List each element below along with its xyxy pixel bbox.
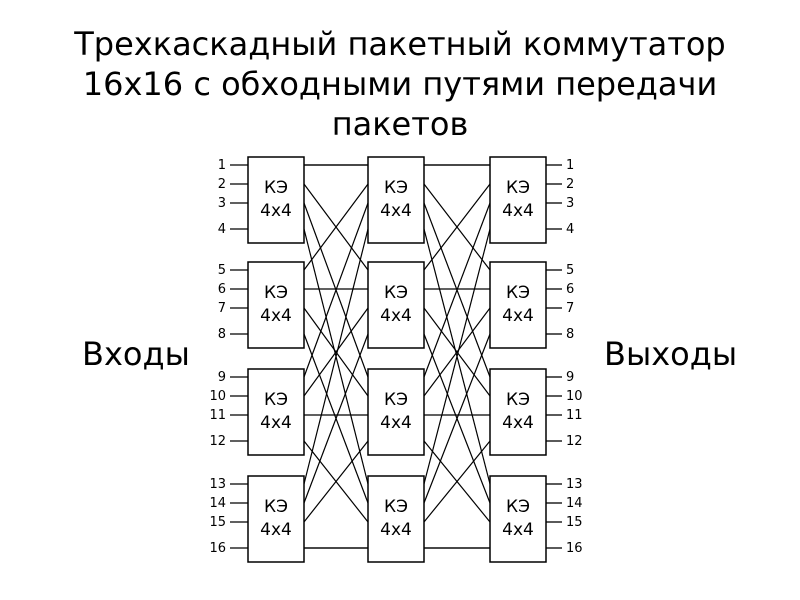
input-port-label: 16 bbox=[209, 541, 226, 556]
input-port-label: 7 bbox=[218, 301, 226, 316]
input-port-label: 5 bbox=[218, 263, 226, 278]
output-port-label: 4 bbox=[566, 222, 574, 237]
block-label-line-2: 4х4 bbox=[502, 201, 534, 221]
switch-blocks: КЭ4х4КЭ4х4КЭ4х4КЭ4х4КЭ4х4КЭ4х4КЭ4х4КЭ4х4… bbox=[247, 156, 547, 563]
link-s2-s3 bbox=[423, 202, 491, 378]
block-label-line-1: КЭ bbox=[264, 390, 288, 410]
switch-block-s3-b4 bbox=[489, 475, 547, 563]
input-port-label: 3 bbox=[218, 196, 226, 211]
block-label-line-1: КЭ bbox=[506, 390, 530, 410]
input-port-label: 14 bbox=[209, 496, 226, 511]
block-label-line-1: КЭ bbox=[264, 283, 288, 303]
output-port-label: 16 bbox=[566, 541, 583, 556]
link-s2-s3 bbox=[423, 440, 491, 523]
block-label-line-1: КЭ bbox=[506, 178, 530, 198]
input-port-label: 13 bbox=[209, 477, 226, 492]
switch-block-s1-b4 bbox=[247, 475, 305, 563]
link-s1-s2 bbox=[303, 440, 369, 523]
block-label-line-2: 4х4 bbox=[260, 201, 292, 221]
link-s1-s2 bbox=[303, 307, 369, 397]
input-port-label: 1 bbox=[218, 158, 226, 173]
input-port-label: 15 bbox=[209, 515, 226, 530]
output-port-label: 2 bbox=[566, 177, 574, 192]
input-port-label: 2 bbox=[218, 177, 226, 192]
block-label-line-1: КЭ bbox=[384, 178, 408, 198]
block-label-line-2: 4х4 bbox=[260, 520, 292, 540]
output-port-label: 5 bbox=[566, 263, 574, 278]
block-label-line-2: 4х4 bbox=[380, 201, 412, 221]
output-port-label: 14 bbox=[566, 496, 583, 511]
diagram-title: Трехкаскадный пакетный коммутатор 16х16 … bbox=[0, 24, 800, 144]
output-port-label: 12 bbox=[566, 434, 583, 449]
block-label-line-2: 4х4 bbox=[502, 413, 534, 433]
link-s1-s2 bbox=[303, 333, 369, 504]
input-port-label: 4 bbox=[218, 222, 226, 237]
switch-block-s1-b1 bbox=[247, 156, 305, 244]
outputs-label: Выходы bbox=[604, 335, 738, 373]
block-label-line-2: 4х4 bbox=[502, 306, 534, 326]
link-s2-s3 bbox=[423, 228, 491, 485]
output-port-label: 10 bbox=[566, 389, 583, 404]
output-port-label: 13 bbox=[566, 477, 583, 492]
switch-block-s3-b2 bbox=[489, 261, 547, 349]
block-label-line-1: КЭ bbox=[384, 283, 408, 303]
inputs-label: Входы bbox=[82, 335, 190, 373]
block-label-line-1: КЭ bbox=[506, 497, 530, 517]
input-port-label: 6 bbox=[218, 282, 226, 297]
input-port-label: 11 bbox=[209, 408, 226, 423]
input-port-label: 10 bbox=[209, 389, 226, 404]
block-label-line-2: 4х4 bbox=[502, 520, 534, 540]
output-port-label: 11 bbox=[566, 408, 583, 423]
block-label-line-2: 4х4 bbox=[380, 413, 412, 433]
block-label-line-1: КЭ bbox=[264, 178, 288, 198]
title-line-3: пакетов bbox=[331, 105, 469, 143]
switch-block-s1-b2 bbox=[247, 261, 305, 349]
output-port-label: 8 bbox=[566, 327, 574, 342]
output-port-label: 3 bbox=[566, 196, 574, 211]
input-port-label: 8 bbox=[218, 327, 226, 342]
link-s2-s3 bbox=[423, 183, 491, 271]
title-line-1: Трехкаскадный пакетный коммутатор bbox=[74, 25, 726, 63]
switch-block-s2-b2 bbox=[367, 261, 425, 349]
link-s2-s3 bbox=[423, 307, 491, 397]
link-s1-s2 bbox=[303, 228, 369, 485]
block-label-line-1: КЭ bbox=[384, 497, 408, 517]
switch-block-s2-b1 bbox=[367, 156, 425, 244]
block-label-line-2: 4х4 bbox=[380, 306, 412, 326]
link-s1-s2 bbox=[303, 202, 369, 378]
switch-block-s3-b3 bbox=[489, 368, 547, 456]
switch-block-s1-b3 bbox=[247, 368, 305, 456]
switch-block-s3-b1 bbox=[489, 156, 547, 244]
switch-block-s2-b3 bbox=[367, 368, 425, 456]
block-label-line-1: КЭ bbox=[506, 283, 530, 303]
switch-block-s2-b4 bbox=[367, 475, 425, 563]
output-port-label: 1 bbox=[566, 158, 574, 173]
block-label-line-2: 4х4 bbox=[380, 520, 412, 540]
block-label-line-2: 4х4 bbox=[260, 306, 292, 326]
block-label-line-1: КЭ bbox=[264, 497, 288, 517]
input-port-label: 9 bbox=[218, 370, 226, 385]
link-s2-s3 bbox=[423, 333, 491, 504]
title-line-2: 16х16 с обходными путями передачи bbox=[82, 65, 718, 103]
input-port-label: 12 bbox=[209, 434, 226, 449]
link-s1-s2 bbox=[303, 183, 369, 271]
output-port-label: 7 bbox=[566, 301, 574, 316]
output-port-label: 6 bbox=[566, 282, 574, 297]
block-label-line-1: КЭ bbox=[384, 390, 408, 410]
block-label-line-2: 4х4 bbox=[260, 413, 292, 433]
output-port-label: 9 bbox=[566, 370, 574, 385]
output-port-label: 15 bbox=[566, 515, 583, 530]
wires bbox=[303, 164, 491, 549]
